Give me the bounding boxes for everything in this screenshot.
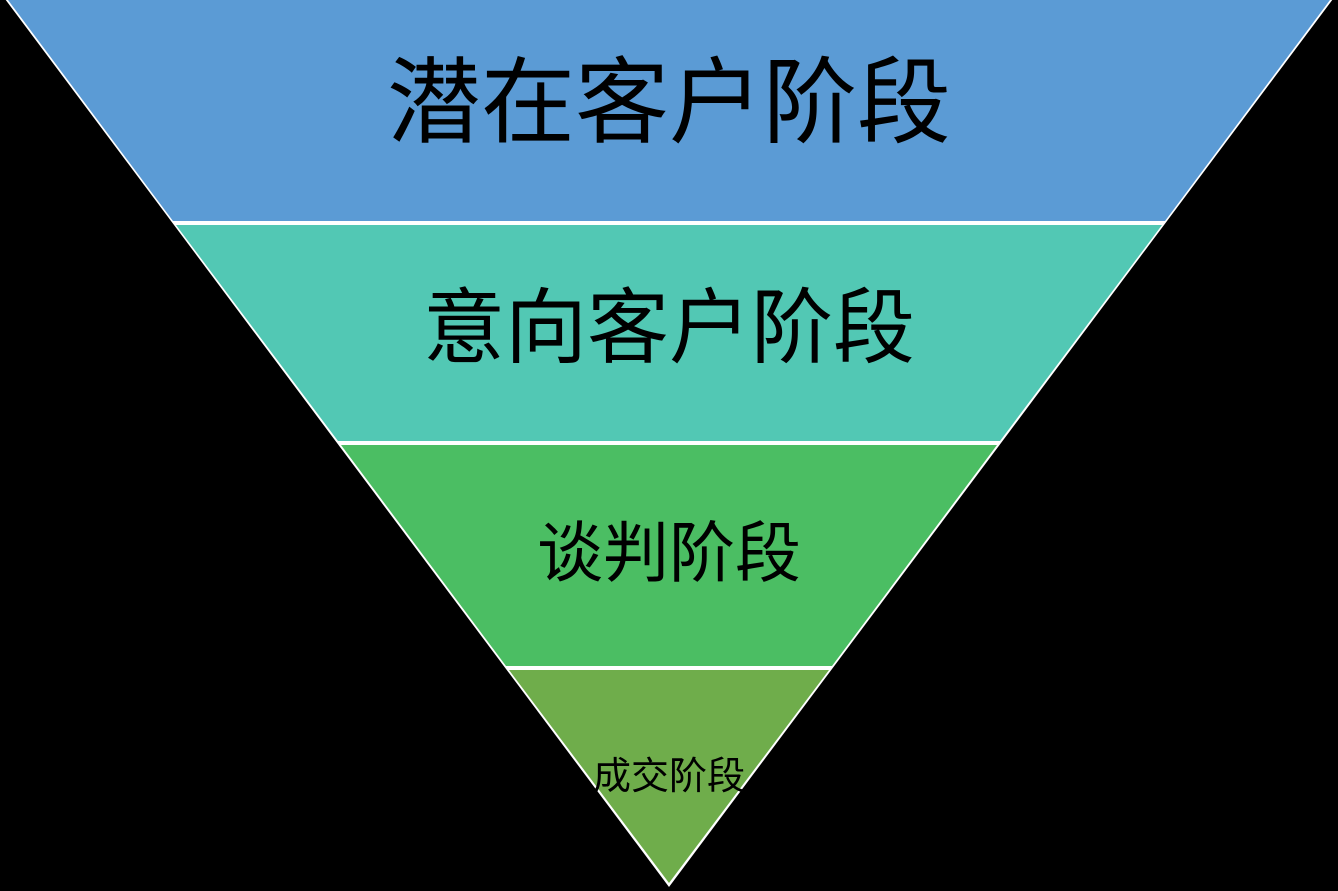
funnel-stage-2-shape — [176, 225, 1162, 441]
funnel-stage-4-shape — [509, 670, 829, 883]
funnel-stage-1-shape — [8, 0, 1330, 221]
stage-4-label: 成交阶段 — [592, 754, 746, 798]
stage-2-label: 意向客户阶段 — [422, 281, 916, 376]
stage-3-label: 谈判阶段 — [537, 515, 801, 592]
stage-1-label: 潜在客户阶段 — [386, 49, 952, 158]
funnel-outline — [5, 0, 1333, 887]
funnel-stage-3-shape — [341, 445, 997, 666]
